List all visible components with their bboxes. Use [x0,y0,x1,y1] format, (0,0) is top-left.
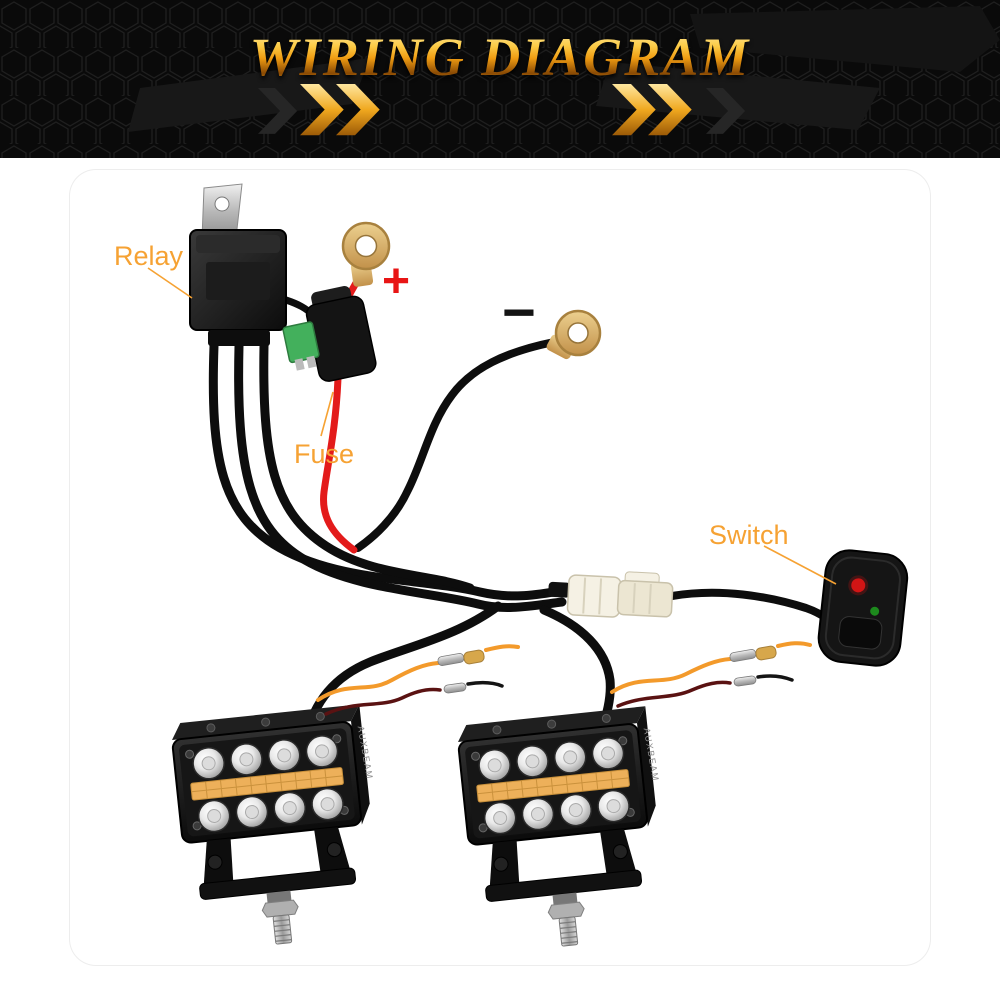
relay-label-area [206,262,270,300]
switch-bezel [824,556,901,660]
wire-relay-1 [208,341,571,601]
bullet-connector-silver [437,653,465,666]
orange-wire [316,661,440,702]
black-wire [466,680,504,688]
ring-terminal-positive [341,221,391,287]
wire-to-left-pod [301,601,503,743]
bullet-connector-silver [729,649,757,662]
led-pod-right [455,704,679,956]
switch-body [817,549,909,667]
switch-rocker [838,616,883,650]
relay-top-bevel [196,235,280,253]
relay [189,183,287,346]
negative-symbol: − [502,280,536,345]
banner-shard [596,62,880,130]
switch-indicator-green [870,606,880,616]
positive-symbol: + [382,255,411,308]
wire-negative [354,338,558,552]
relay-label: Relay [114,241,184,271]
black-wire [756,674,794,682]
wire-relay-3 [259,341,475,593]
connector-heatshrink [548,581,571,598]
wire-connector [548,571,674,618]
switch-indicator-red [851,578,866,593]
dark-red-wire [324,687,442,716]
orange-wire [484,644,520,652]
fuse-prong [306,355,317,369]
switch-leader-line [763,545,837,585]
connector-female [566,574,622,618]
switch-label: Switch [709,520,789,550]
fuse-prong [294,358,305,371]
right-pod-branch-wires [610,641,812,708]
relay-socket [208,330,270,346]
orange-wire [776,641,812,648]
banner-decoration [0,0,1000,158]
banner: WIRING DIAGRAM [0,0,1000,158]
fuse-holder [282,286,377,382]
orange-wire [610,657,732,694]
switch-component [817,549,909,667]
wire-positive-lower [320,374,358,554]
fuse-leader-line [320,391,334,437]
terminal-hole [567,322,589,344]
fuse-element [282,321,320,364]
left-pod-branch-wires [316,644,520,716]
connector-male [616,579,674,618]
relay-leader-line [147,267,193,299]
bullet-connector-gold [755,645,777,661]
bullet-connector-silver [443,682,467,694]
bullet-connector-gold [463,649,485,665]
dark-red-wire [616,680,732,708]
page-title: WIRING DIAGRAM [0,26,1000,88]
wire-relay-2 [234,341,567,612]
bullet-connector-silver [733,675,757,687]
fuse-label: Fuse [294,439,355,469]
banner-shard [690,6,1000,72]
banner-shard [128,58,370,132]
ring-terminal-negative [546,309,602,360]
relay-tab-hole [214,196,230,212]
led-pod-left [169,702,393,954]
leader-lines [147,267,837,585]
terminal-hole [354,234,378,258]
